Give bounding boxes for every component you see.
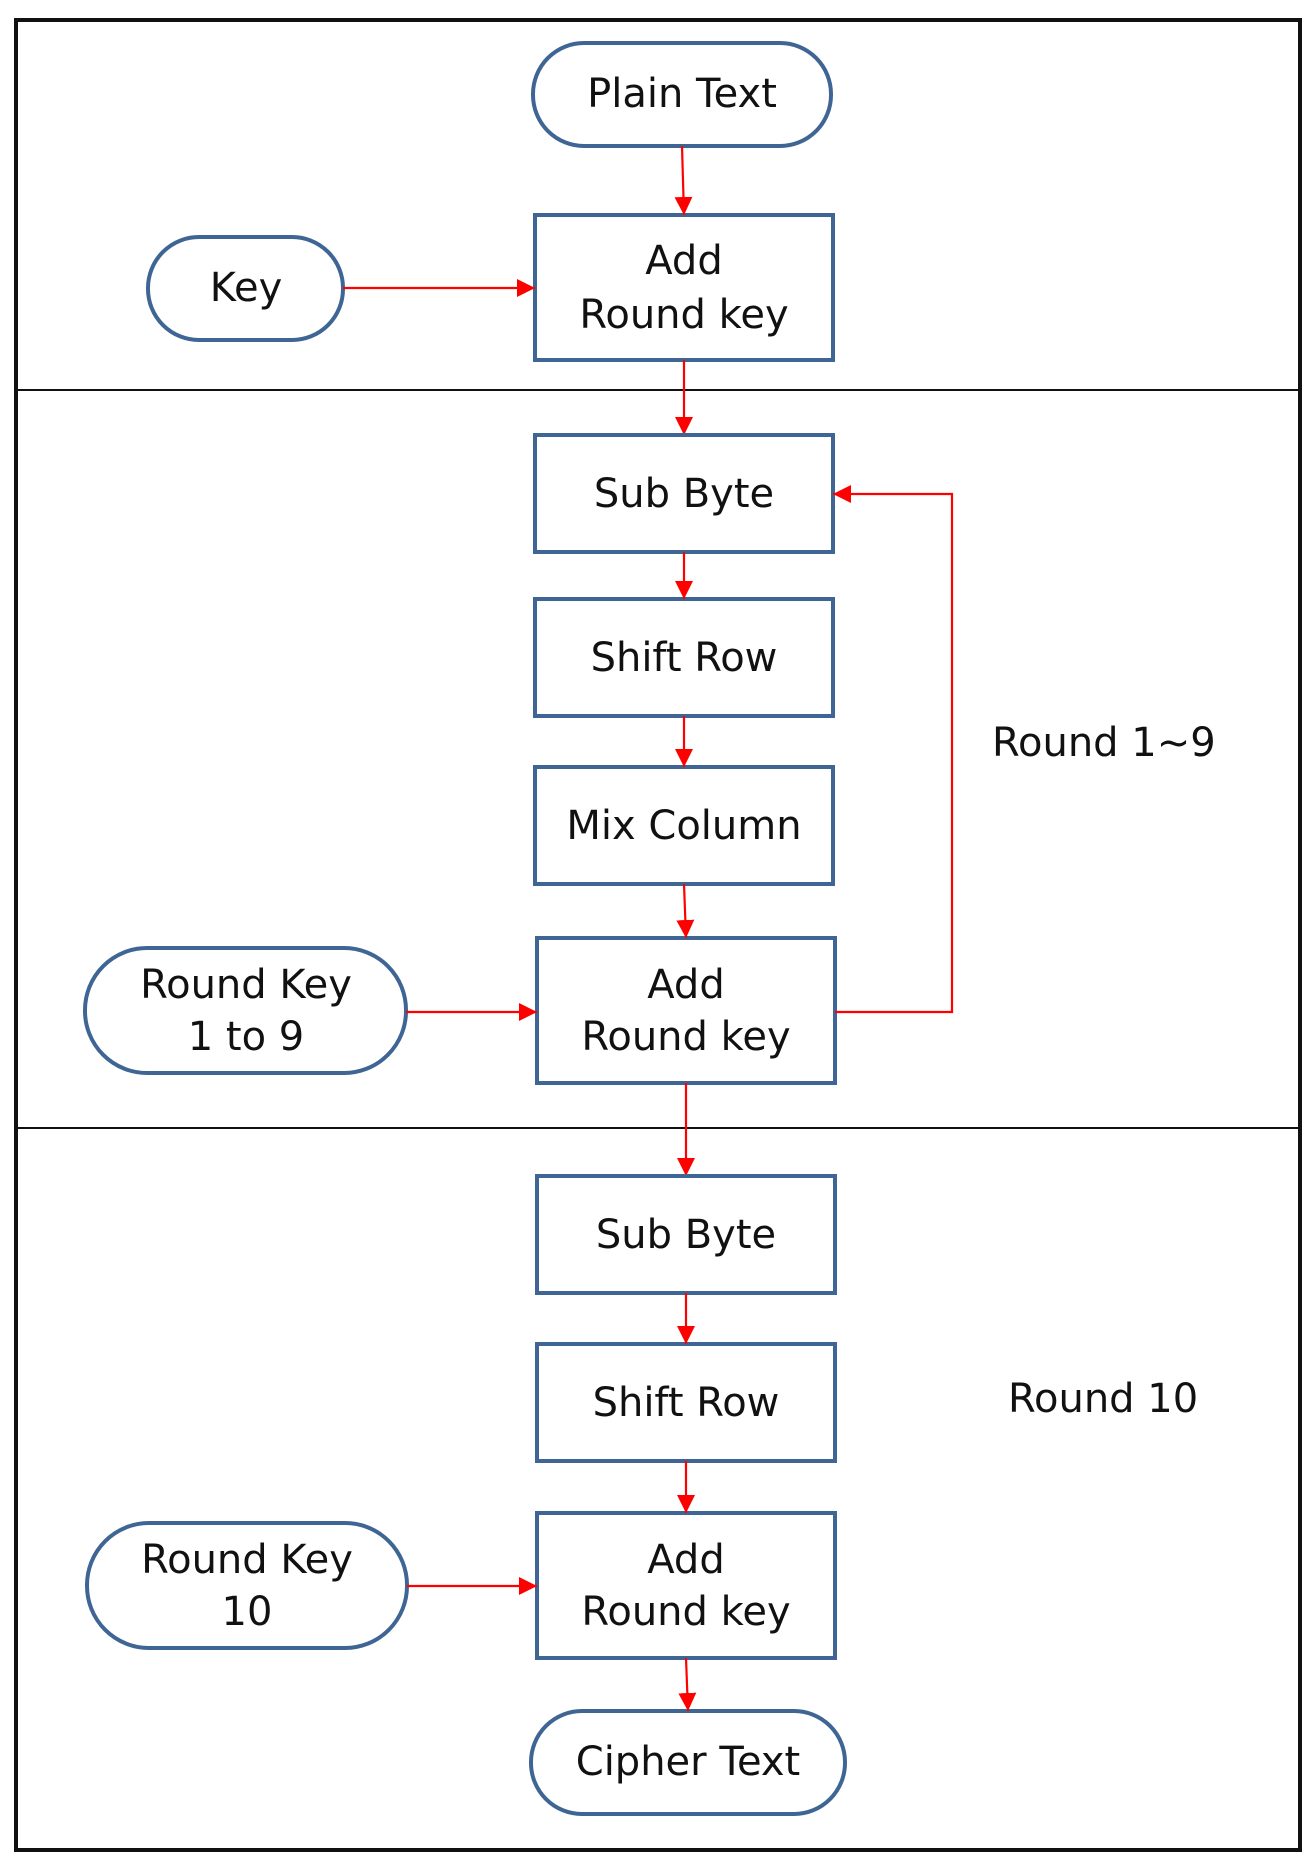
round-1-9-label: Round 1~9	[992, 720, 1216, 766]
arrow-round-loop-back	[833, 485, 954, 1014]
initial-add-label: Add	[645, 238, 722, 284]
plain-text-terminal: Plain Text	[531, 41, 833, 148]
arrow-plain-to-add	[674, 145, 693, 216]
initial-add-round-key-box: Add Round key	[533, 213, 835, 362]
round-mix-column-box: Mix Column	[533, 765, 835, 886]
round-key-1-9-line1: Round Key	[140, 962, 352, 1008]
arrow-mixcolumn-to-add	[676, 883, 695, 939]
key-terminal: Key	[146, 235, 345, 342]
round-key-10-line1: Round Key	[141, 1537, 353, 1583]
final-sub-byte-box: Sub Byte	[535, 1174, 837, 1295]
initial-round-key-label: Round key	[579, 292, 788, 338]
round-key-10-line2: 10	[222, 1589, 273, 1635]
final-add-round-key-box: Add Round key	[535, 1511, 837, 1660]
final-add-label: Add	[647, 1537, 724, 1583]
final-shift-row-label: Shift Row	[593, 1380, 780, 1426]
plain-text-label: Plain Text	[587, 71, 777, 117]
round-sub-byte-label: Sub Byte	[594, 471, 774, 517]
key-label: Key	[210, 265, 283, 311]
cipher-text-terminal: Cipher Text	[529, 1709, 847, 1816]
round-add-round-key-box: Add Round key	[535, 936, 837, 1085]
final-shift-row-box: Shift Row	[535, 1342, 837, 1463]
round-key-1-9-line2: 1 to 9	[188, 1014, 304, 1060]
cipher-text-label: Cipher Text	[576, 1739, 800, 1785]
round-mix-column-label: Mix Column	[566, 803, 801, 849]
round-round-key-label: Round key	[581, 1014, 790, 1060]
final-round-key-label: Round key	[581, 1589, 790, 1635]
final-sub-byte-label: Sub Byte	[596, 1212, 776, 1258]
round-sub-byte-box: Sub Byte	[533, 433, 835, 554]
round-shift-row-box: Shift Row	[533, 597, 835, 718]
diagram-frame	[14, 18, 1302, 1852]
round-shift-row-label: Shift Row	[591, 635, 778, 681]
round-add-label: Add	[647, 962, 724, 1008]
round-key-1-9-terminal: Round Key 1 to 9	[83, 946, 408, 1075]
arrow-add-to-cipher	[678, 1657, 697, 1712]
round-key-10-terminal: Round Key 10	[85, 1521, 409, 1650]
round-10-label: Round 10	[1008, 1376, 1198, 1422]
